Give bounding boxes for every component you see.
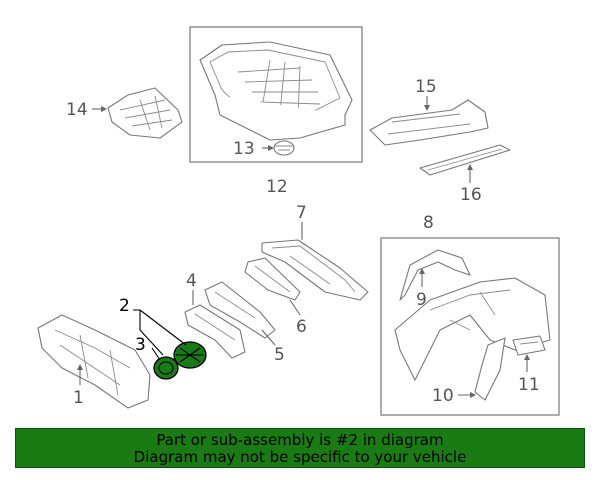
leader-2 bbox=[133, 309, 187, 356]
callout-11: 11 bbox=[518, 375, 540, 395]
subassembly-frame-8 bbox=[380, 237, 560, 416]
bracket-part-11 bbox=[512, 335, 546, 356]
callout-4: 4 bbox=[186, 271, 197, 291]
reinforcement-part-16 bbox=[419, 144, 511, 176]
leader-6 bbox=[289, 299, 301, 316]
wheelhouse-panel-part-10 bbox=[474, 337, 506, 401]
callout-12: 12 bbox=[266, 177, 288, 197]
rear-floor-part-1 bbox=[37, 314, 151, 409]
rear-rail-part-5 bbox=[204, 281, 276, 339]
callout-13: 13 bbox=[233, 139, 255, 159]
callout-9: 9 bbox=[416, 290, 427, 310]
callout-16: 16 bbox=[460, 185, 482, 205]
wheelhouse-part-8 bbox=[394, 249, 551, 381]
info-banner: Part or sub-assembly is #2 in diagram Di… bbox=[15, 428, 585, 468]
callout-2: 2 bbox=[119, 296, 130, 316]
rail-part-15 bbox=[369, 99, 489, 146]
subassembly-frame-12 bbox=[189, 26, 363, 163]
rear-rail-part-4 bbox=[184, 304, 246, 359]
callout-8: 8 bbox=[423, 213, 434, 233]
rear-rail-part-6 bbox=[244, 257, 301, 301]
leader-5 bbox=[261, 329, 276, 346]
callout-15: 15 bbox=[415, 77, 437, 97]
banner-line-1: Part or sub-assembly is #2 in diagram bbox=[156, 431, 444, 449]
crossmember-part-7 bbox=[261, 239, 369, 301]
callout-5: 5 bbox=[274, 345, 285, 365]
leader-3 bbox=[151, 347, 161, 361]
spare-wheel-well-part bbox=[199, 41, 353, 141]
highlighted-part-3 bbox=[153, 356, 179, 380]
callout-3: 3 bbox=[135, 335, 146, 355]
parts-diagram: 13 12 14 15 16 7 6 5 bbox=[37, 26, 560, 416]
extension-panel-14 bbox=[107, 87, 183, 139]
callout-7: 7 bbox=[296, 203, 307, 223]
plug-part bbox=[273, 140, 295, 156]
callout-1: 1 bbox=[73, 388, 84, 408]
banner-line-2: Diagram may not be specific to your vehi… bbox=[133, 448, 467, 466]
highlighted-part-2 bbox=[173, 341, 207, 369]
callout-10: 10 bbox=[432, 386, 454, 406]
callout-6: 6 bbox=[296, 317, 307, 337]
callout-14: 14 bbox=[66, 100, 88, 120]
